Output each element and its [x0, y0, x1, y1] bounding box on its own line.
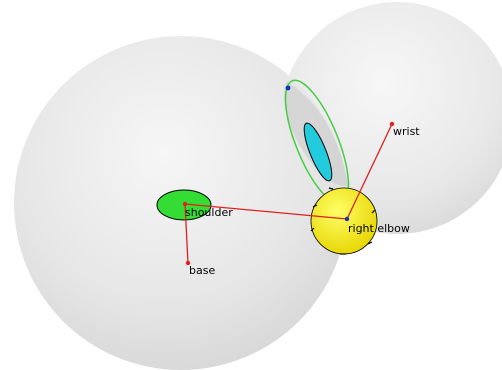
label-shoulder: shoulder: [185, 206, 233, 219]
shoulder-point: [182, 201, 188, 207]
label-wrist: wrist: [393, 125, 420, 138]
link-base-shoulder: [184, 203, 189, 264]
arm-links: [184, 123, 393, 264]
wrist-point: [389, 121, 395, 127]
link-elbow-wrist: [346, 123, 393, 220]
label-right-elbow: right elbow: [348, 222, 410, 235]
top-target-point: [285, 85, 291, 91]
link-shoulder-elbow: [184, 203, 348, 220]
elbow-point: [344, 216, 350, 222]
elbow-disc-markers: [310, 187, 376, 255]
elbow-disc: [310, 187, 378, 255]
base-point: [185, 260, 191, 266]
label-base: base: [189, 264, 215, 277]
cyan-elbow-region: [303, 122, 333, 182]
